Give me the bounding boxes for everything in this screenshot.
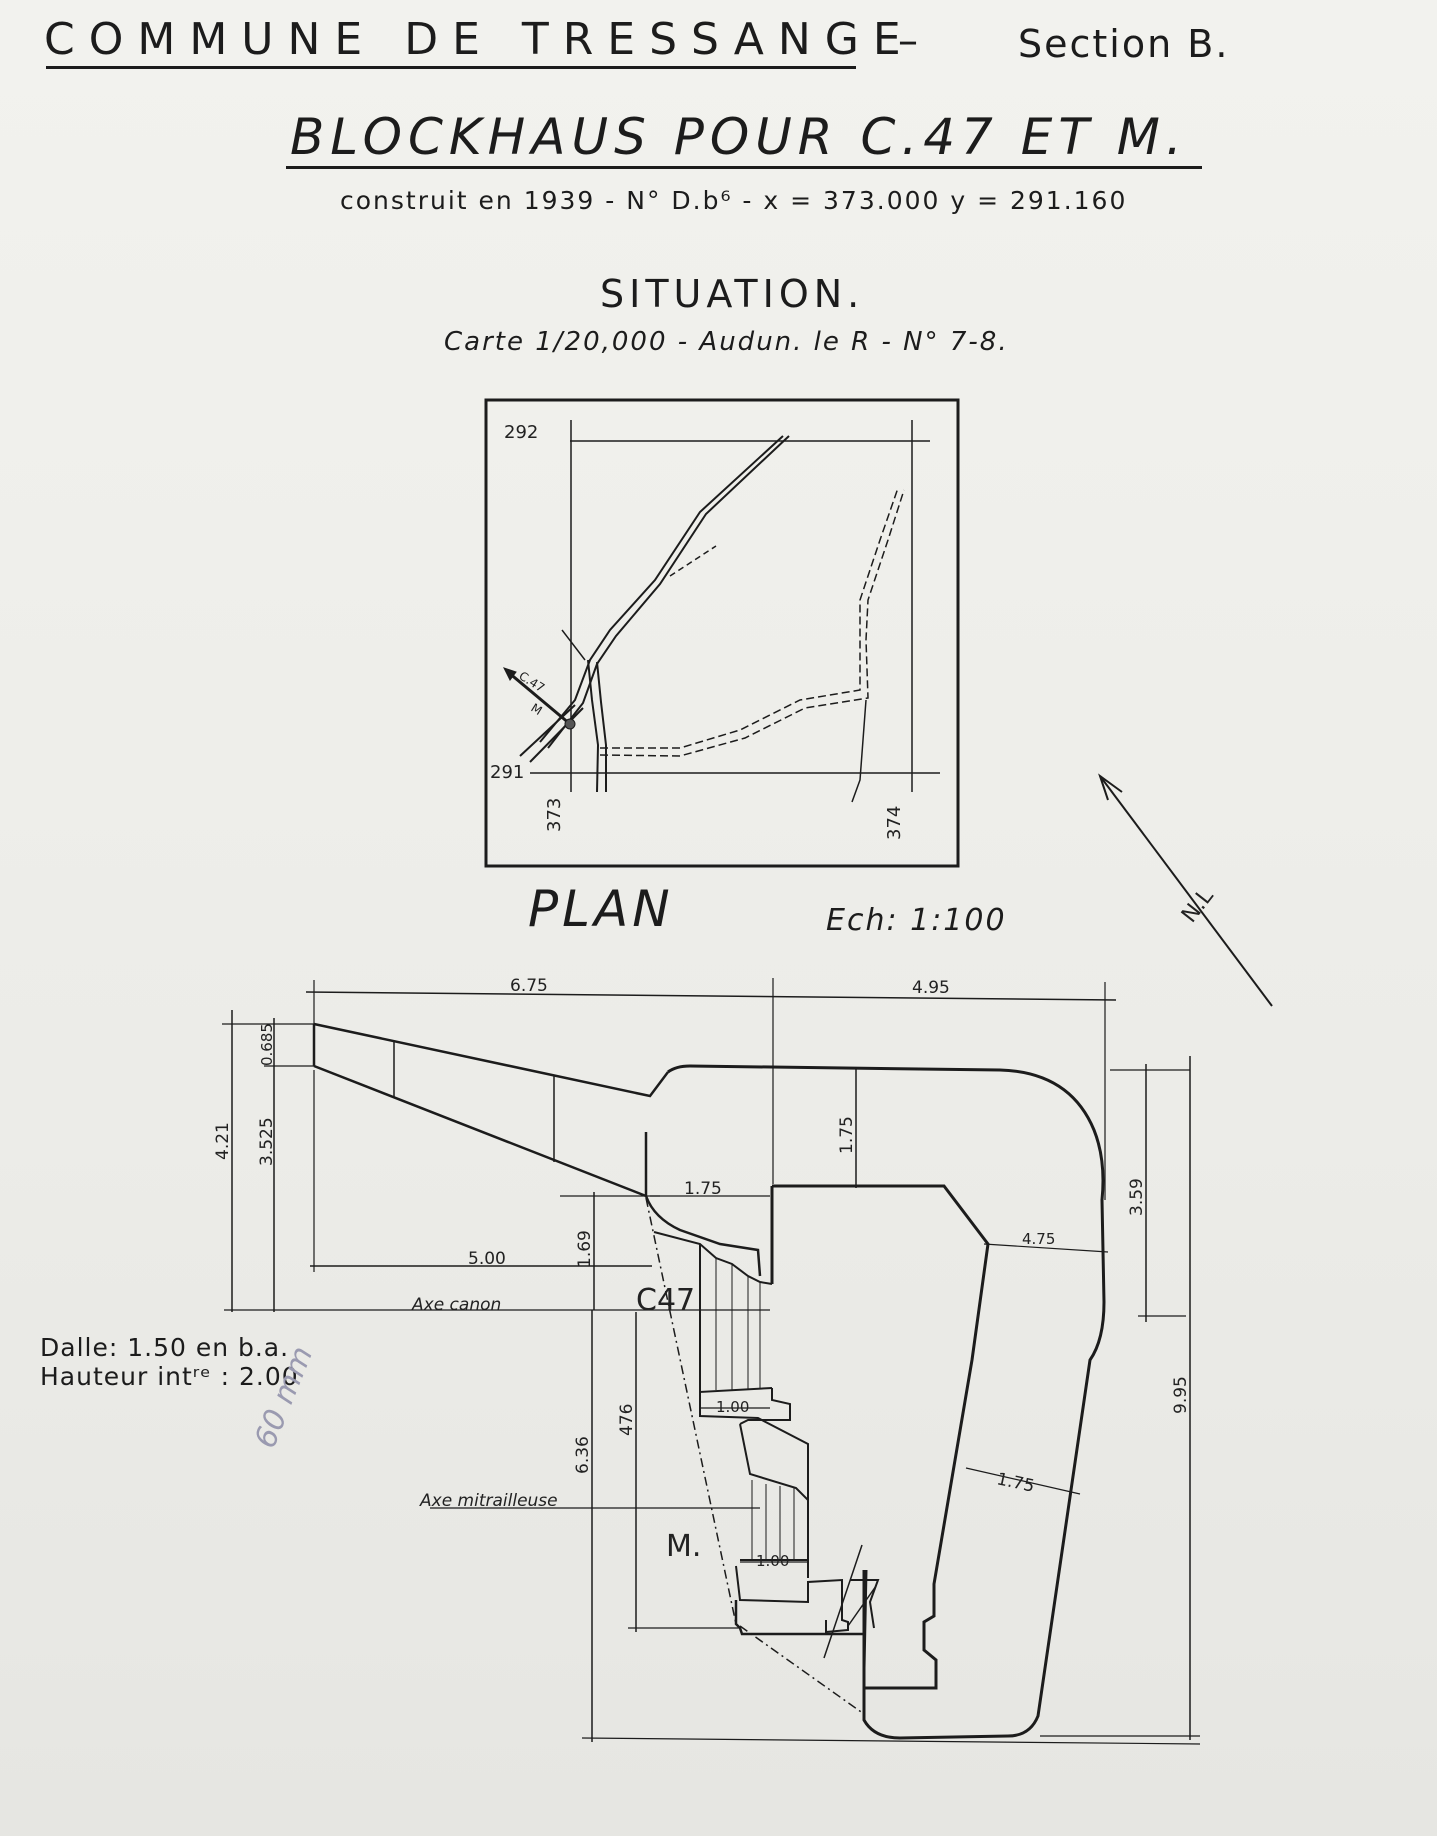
situation-title: SITUATION. [600, 272, 865, 316]
dim-500: 5.00 [468, 1249, 506, 1269]
dim-175-top: 1.75 [684, 1179, 722, 1199]
road-main-left [539, 435, 784, 743]
dim-995: 9.95 [1171, 1376, 1191, 1414]
mg-slot-diagonal [847, 1585, 877, 1627]
blockhaus-underline [286, 166, 1202, 169]
dim-line-175-right [983, 1243, 1109, 1253]
slab-note: Dalle: 1.50 en b.a. [40, 1333, 290, 1362]
road-stub [561, 629, 586, 661]
track-upper [669, 545, 717, 577]
road-branch-1 [519, 704, 576, 757]
embrasure-top-wall [313, 1022, 669, 1098]
plan-scale: Ech: 1:100 [826, 903, 1007, 938]
firing-direction-line [507, 670, 571, 726]
map-label-373: 373 [544, 798, 565, 832]
map-reference: Carte 1/20,000 - Audun. le R - N° 7-8. [444, 327, 1009, 357]
gun-embrasure-steps-top [653, 1231, 773, 1285]
commune-underline [46, 66, 856, 69]
section-label: Section B. [1018, 22, 1230, 66]
dim-line-top [305, 991, 1117, 1001]
outer-wall [667, 1064, 1106, 1740]
firing-line-1 [645, 1197, 737, 1625]
dim-359: 3.59 [1127, 1178, 1147, 1216]
track-dashed-a [600, 487, 899, 749]
dim-0685: 0.685 [258, 1023, 276, 1066]
c47-label: C47 [636, 1283, 695, 1318]
mg-embrasure-front [735, 1565, 849, 1634]
dim-476: 476 [617, 1404, 637, 1436]
north-arrow [1098, 773, 1273, 1007]
map-frame [484, 398, 960, 868]
road-south-1 [587, 659, 600, 793]
mg-embrasure-slot [850, 1579, 880, 1629]
map-label-374: 374 [884, 806, 905, 840]
embrasure-bottom-wall [313, 1064, 647, 1198]
blockhaus-plan [222, 978, 1201, 1745]
construction-info: construit en 1939 - N° D.b⁶ - x = 373.00… [340, 186, 1128, 215]
road-south-2 [596, 661, 607, 792]
dim-3525: 3.525 [257, 1117, 277, 1166]
dim-636: 6.36 [573, 1436, 593, 1474]
dim-100-a: 1.00 [716, 1398, 749, 1416]
track-dashed-b [599, 489, 905, 757]
blockhaus-position-marker [564, 718, 576, 730]
dim-475: 4.75 [1022, 1230, 1055, 1248]
blockhaus-title: BLOCKHAUS POUR C.47 ET M. [290, 108, 1188, 166]
commune-title: COMMUNE DE TRESSANGE [44, 14, 915, 65]
dim-175-vertical: 1.75 [837, 1116, 857, 1154]
m-label: M. [666, 1529, 701, 1564]
dim-675: 6.75 [510, 976, 548, 996]
height-note: Hauteur intʳᵉ : 2.00 [40, 1362, 299, 1391]
dim-ext-636-bottom [581, 1737, 1201, 1745]
mg-firing-axis [823, 1544, 863, 1659]
inner-wall [772, 1184, 990, 1690]
gun-embrasure-back [739, 1388, 791, 1425]
dim-169: 1.69 [575, 1230, 595, 1268]
map-label-292: 292 [504, 422, 538, 443]
front-wall-mg [734, 1600, 864, 1636]
map-label-mg: M [528, 701, 544, 718]
map-label-291: 291 [490, 762, 524, 783]
road-main-right [547, 435, 790, 749]
firing-line-2 [739, 1625, 865, 1715]
north-label: N.L [1177, 884, 1219, 928]
firing-arrow-head [503, 667, 517, 681]
situation-map [484, 398, 960, 868]
dim-495: 4.95 [912, 978, 950, 998]
plan-title: PLAN [528, 880, 674, 938]
road-branch-2 [529, 707, 584, 763]
title-separator: – [898, 18, 918, 64]
axe-mitrailleuse-label: Axe mitrailleuse [419, 1491, 558, 1511]
dim-175-low: 1.75 [995, 1469, 1036, 1496]
track-end [851, 699, 867, 803]
dim-100-b: 1.00 [756, 1552, 789, 1570]
mg-embrasure-bottom [740, 1559, 809, 1578]
front-wall-gun [644, 1195, 762, 1277]
dim-421: 4.21 [213, 1122, 233, 1160]
mg-embrasure-mid [739, 1423, 809, 1560]
axe-canon-label: Axe canon [411, 1295, 501, 1315]
dim-line-175-low [965, 1467, 1081, 1495]
